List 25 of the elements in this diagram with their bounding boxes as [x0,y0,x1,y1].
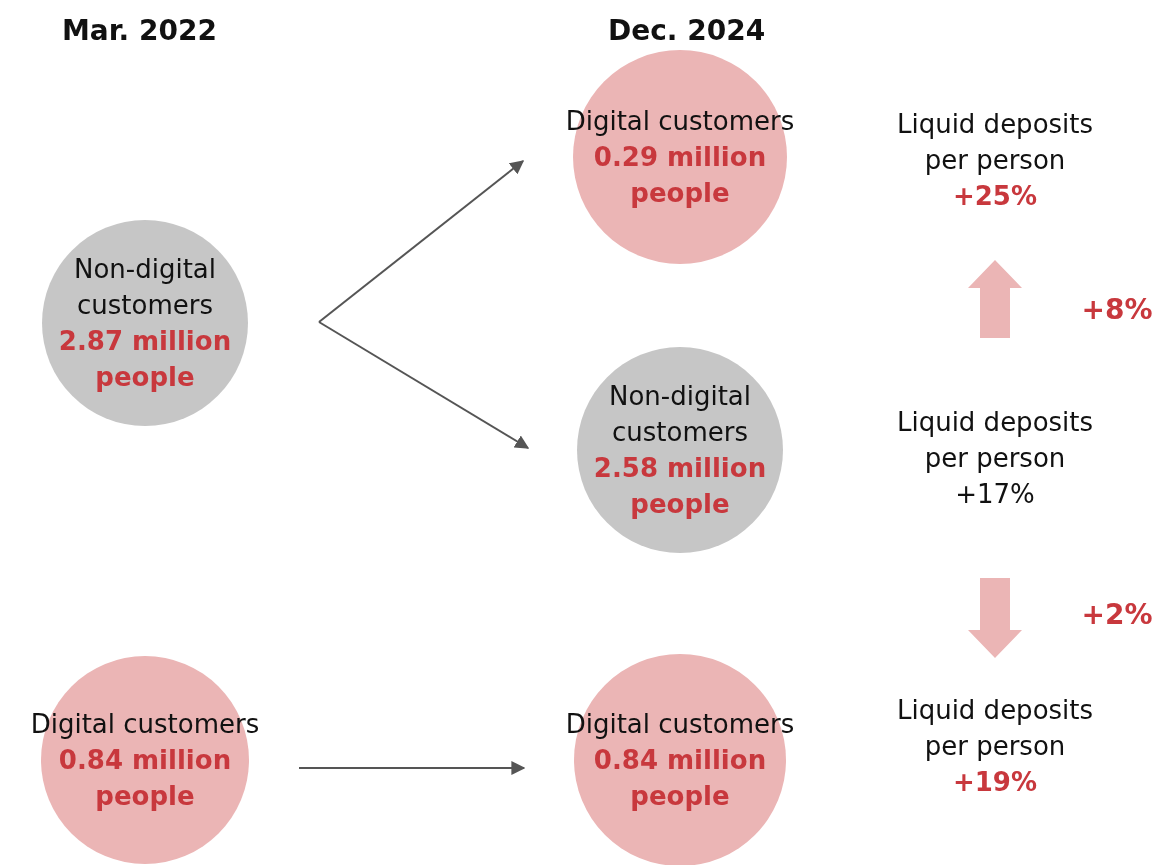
arrow [318,321,530,449]
node-label: Digital customers [30,708,260,741]
value-text: +19% [953,766,1037,799]
value-text: 0.29 million people [592,141,768,210]
node-label: Non-digital customers [73,253,217,322]
edge-label: +2% [1081,597,1153,633]
arrow [298,761,526,775]
value-text: +25% [953,180,1037,213]
block-arrow [968,260,1022,338]
value-text: 2.87 million people [57,325,233,394]
node-label: Liquid deposits per person [895,108,1095,177]
column-heading: Dec. 2024 [608,13,766,49]
node-label: Non-digital customers [608,380,752,449]
node-label: Digital customers [565,105,795,138]
value-text: 2.58 million people [592,452,768,521]
edge-label: +8% [1081,292,1153,328]
value-text: 0.84 million people [592,744,768,813]
node-label: Digital customers [565,708,795,741]
value-text: 0.84 million people [57,744,233,813]
block-arrow [968,578,1022,658]
node-label: Liquid deposits per person [895,694,1095,763]
column-heading: Mar. 2022 [62,13,217,49]
arrow [318,160,525,323]
value-text: +17% [955,478,1035,511]
node-label: Liquid deposits per person [895,406,1095,475]
